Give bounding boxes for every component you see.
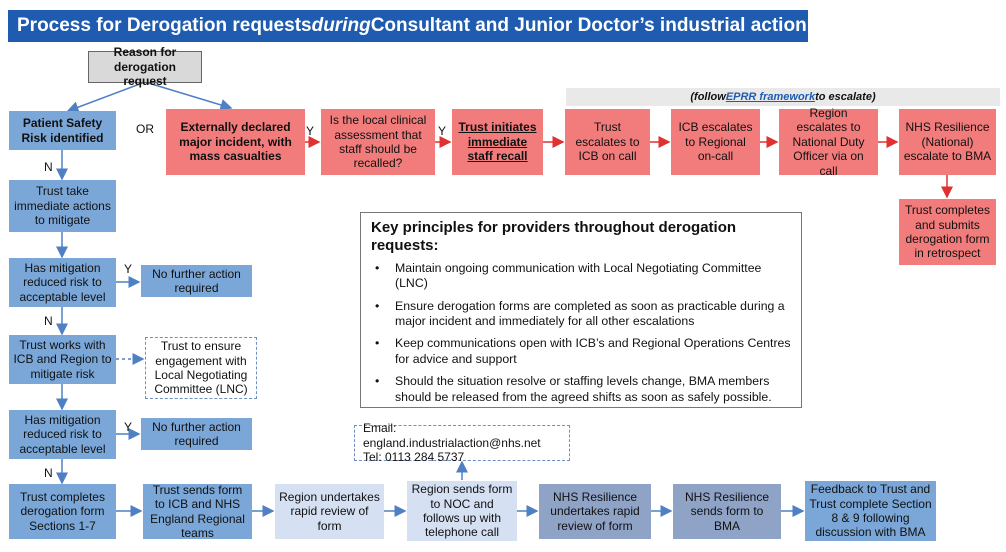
- trust-works-label: Trust works with ICB and Region to mitig…: [13, 337, 112, 381]
- page-title: Process for Derogation requests during C…: [8, 10, 808, 42]
- region-sends-label: Region sends form to NOC and follows up …: [411, 482, 513, 540]
- trust-ensure-box: Trust to ensure engagement with Local Ne…: [145, 337, 257, 399]
- key-principles-heading: Key principles for providers throughout …: [371, 219, 737, 254]
- key-principles-list: Maintain ongoing communication with Loca…: [371, 261, 791, 405]
- region-escalates-box: Region escalates to National Duty Office…: [779, 106, 878, 178]
- nhs-national-label: NHS Resilience (National) escalate to BM…: [903, 120, 992, 164]
- icb-escalates-box: ICB escalates to Regional on-call: [671, 109, 760, 175]
- trust-retrospect-label: Trust completes and submits derogation f…: [905, 203, 990, 261]
- principle-item: Maintain ongoing communication with Loca…: [371, 261, 791, 292]
- nhs-national-box: NHS Resilience (National) escalate to BM…: [899, 109, 996, 175]
- trust-sends-label: Trust sends form to ICB and NHS England …: [150, 482, 245, 540]
- trust-completes-box: Trust completes derogation form Sections…: [9, 484, 116, 539]
- has-mitigation-2-box: Has mitigation reduced risk to acceptabl…: [9, 410, 116, 459]
- trust-escalates-label: Trust escalates to ICB on call: [575, 120, 640, 164]
- follow-note-prefix: (follow: [690, 91, 726, 103]
- external-incident-label: Externally declared major incident, with…: [179, 120, 292, 164]
- contact-box: Email: england.industrialaction@nhs.net …: [354, 421, 570, 465]
- trust-take-actions-box: Trust take immediate actions to mitigate: [9, 180, 116, 232]
- no-further-2-label: No further action required: [152, 419, 241, 448]
- trust-initiates-label: Trust initiates immediate staff recall: [458, 120, 537, 164]
- reason-box: Reason for derogation request: [88, 45, 202, 88]
- title-emphasis: during: [311, 15, 371, 36]
- no-further-1-box: No further action required: [141, 265, 252, 297]
- has-mitigation-2-label: Has mitigation reduced risk to acceptabl…: [19, 412, 106, 456]
- principle-item: Keep communications open with ICB’s and …: [371, 336, 791, 367]
- nhs-sends-label: NHS Resilience sends form to BMA: [684, 489, 770, 533]
- trust-escalates-box: Trust escalates to ICB on call: [565, 109, 650, 175]
- or-label: OR: [136, 122, 154, 136]
- contact-tel: Tel: 0113 284 5737: [363, 450, 465, 465]
- is-local-box: Is the local clinical assessment that st…: [321, 109, 435, 175]
- patient-safety-box: Patient Safety Risk identified: [9, 111, 116, 150]
- nhs-review-box: NHS Resilience undertakes rapid review o…: [539, 484, 651, 539]
- region-review-box: Region undertakes rapid review of form: [275, 484, 384, 539]
- has-mitigation-1-label: Has mitigation reduced risk to acceptabl…: [19, 260, 106, 304]
- principle-item: Ensure derogation forms are completed as…: [371, 299, 791, 330]
- trust-take-actions-label: Trust take immediate actions to mitigate: [14, 184, 111, 228]
- reason-label: Reason for derogation request: [113, 45, 177, 89]
- trust-works-box: Trust works with ICB and Region to mitig…: [9, 335, 116, 384]
- feedback-label: Feedback to Trust and Trust complete Sec…: [809, 482, 932, 540]
- trust-completes-label: Trust completes derogation form Sections…: [20, 489, 105, 533]
- yes-label-3: Y: [306, 124, 315, 138]
- trust-retrospect-box: Trust completes and submits derogation f…: [899, 199, 996, 265]
- key-principles-panel: Key principles for providers throughout …: [360, 212, 802, 408]
- trust-sends-box: Trust sends form to ICB and NHS England …: [143, 482, 252, 540]
- icb-escalates-label: ICB escalates to Regional on-call: [678, 120, 753, 164]
- follow-note-suffix: to escalate): [815, 91, 876, 103]
- region-escalates-label: Region escalates to National Duty Office…: [792, 106, 865, 178]
- external-incident-box: Externally declared major incident, with…: [166, 109, 305, 175]
- nhs-review-label: NHS Resilience undertakes rapid review o…: [550, 489, 640, 533]
- no-label-2: N: [44, 314, 53, 328]
- has-mitigation-1-box: Has mitigation reduced risk to acceptabl…: [9, 258, 116, 307]
- nhs-sends-box: NHS Resilience sends form to BMA: [673, 484, 781, 539]
- patient-safety-label: Patient Safety Risk identified: [21, 116, 104, 145]
- eprr-framework-link[interactable]: EPRR framework: [725, 91, 816, 103]
- region-review-label: Region undertakes rapid review of form: [279, 489, 380, 533]
- no-label-3: N: [44, 466, 53, 480]
- no-label-1: N: [44, 160, 53, 174]
- title-prefix: Process for Derogation requests: [17, 15, 312, 36]
- yes-label-4: Y: [438, 124, 447, 138]
- no-further-1-label: No further action required: [152, 266, 241, 295]
- region-sends-box: Region sends form to NOC and follows up …: [407, 481, 517, 541]
- trust-initiates-box: Trust initiates immediate staff recall: [452, 109, 543, 175]
- feedback-box: Feedback to Trust and Trust complete Sec…: [805, 481, 936, 541]
- title-suffix: Consultant and Junior Doctor’s industria…: [370, 15, 807, 36]
- principle-item: Should the situation resolve or staffing…: [371, 374, 791, 405]
- yes-label-2: Y: [124, 420, 133, 434]
- yes-label-1: Y: [124, 262, 133, 276]
- follow-note: (follow EPRR framework to escalate): [566, 88, 1000, 106]
- is-local-label: Is the local clinical assessment that st…: [329, 113, 427, 171]
- no-further-2-box: No further action required: [141, 418, 252, 450]
- trust-ensure-label: Trust to ensure engagement with Local Ne…: [154, 339, 248, 397]
- contact-email[interactable]: Email: england.industrialaction@nhs.net: [363, 421, 541, 450]
